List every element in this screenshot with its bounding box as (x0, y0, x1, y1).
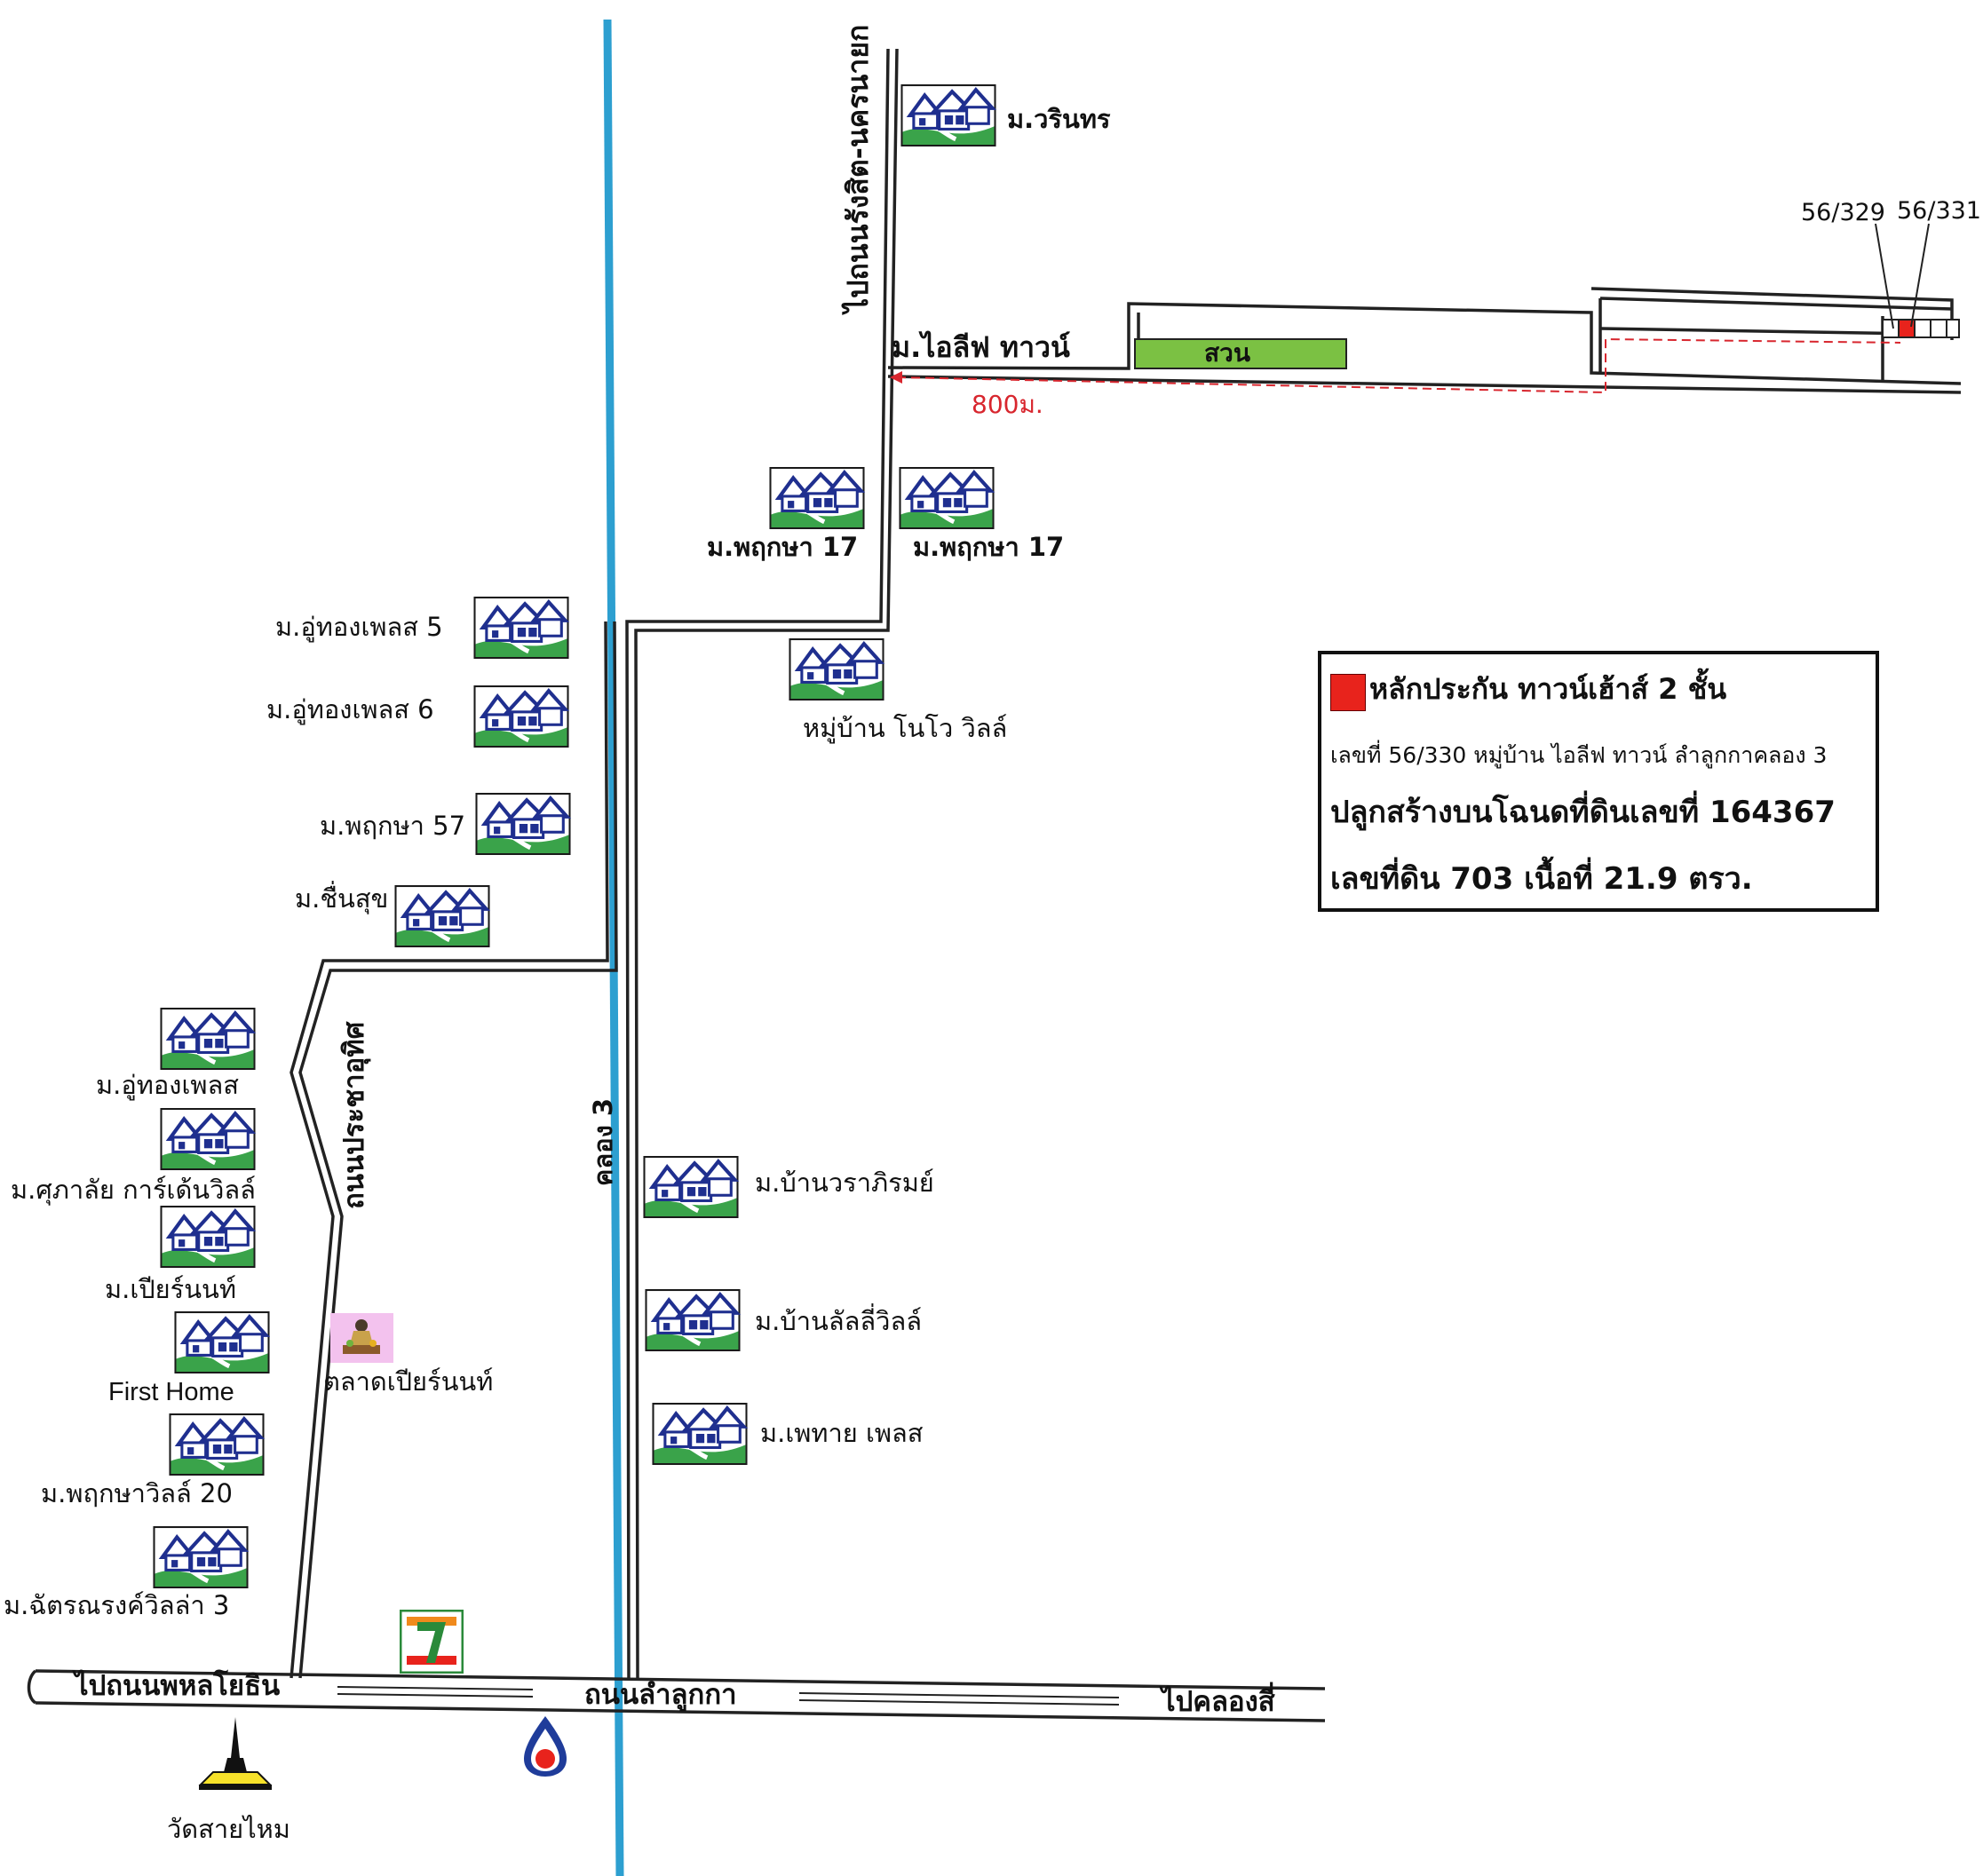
village-label-uthong6: ม.อู่ทองเพลส 6 (266, 694, 434, 724)
legend-deed: ปลูกสร้างบนโฉนดที่ดินเลขที่ 164367 (1330, 795, 1836, 830)
village-label-pruksa17-left: ม.พฤกษา 17 (707, 532, 859, 562)
collateral-plot (1898, 319, 1916, 338)
seven-eleven-icon (399, 1609, 464, 1674)
village-icon-pruksa57 (477, 794, 570, 854)
plot-pointer-b (1910, 223, 1930, 328)
legend-address: เลขที่ 56/330 หมู่บ้าน ไอลีฟ ทาวน์ ลำลูก… (1330, 742, 1828, 768)
canal-line (603, 19, 624, 1876)
village-label-pruksa17-right: ม.พฤกษา 17 (913, 532, 1065, 562)
road-network (27, 48, 1962, 1722)
village-icon-supalai (162, 1109, 255, 1169)
village-icon-chuensuk (396, 886, 489, 946)
plot-label-56-331: 56/331 (1897, 197, 1981, 225)
place-label-market: ตลาดเปียร์นนท์ (323, 1366, 494, 1397)
village-label-supalai: ม.ศุภาลัย การ์เด้นวิลล์ (11, 1175, 256, 1205)
plot-pointer-a (1875, 223, 1894, 329)
village-icon-chattharin (155, 1527, 248, 1587)
market-icon (330, 1313, 393, 1363)
place-label-temple: วัดสายไหม (167, 1814, 290, 1844)
village-label-warin: ม.วรินทร (1007, 104, 1111, 134)
village-icon-baan-lully (646, 1290, 740, 1350)
village-label-uthong-place: ม.อู่ทองเพลส (96, 1070, 239, 1100)
village-icon-uthong6 (475, 686, 568, 747)
garden-label: สวน (1204, 338, 1250, 368)
village-icon-novo-ville (790, 639, 884, 700)
village-icon-pruksa-ville20 (171, 1414, 264, 1475)
plot-row (1882, 319, 1960, 338)
canal-label-khlong3: คลอง 3 (588, 1097, 618, 1186)
gas-station-icon (520, 1714, 570, 1778)
village-icon-pier-non (162, 1207, 255, 1267)
village-label-chuensuk: ม.ชื่นสุข (295, 883, 389, 914)
village-icon-warin (902, 85, 995, 146)
road-label-prachauthit: ถนนประชาอุทิศ (338, 1021, 370, 1209)
village-label-pethai: ม.เพทาย เพลส (760, 1418, 924, 1448)
village-label-uthong5: ม.อู่ทองเพลส 5 (275, 612, 443, 642)
garden-area (1134, 338, 1347, 369)
distance-arrow (890, 371, 902, 384)
village-icon-pruksa17-right (900, 468, 994, 528)
road-label-lam-luk-ka: ถนนลำลูกกา (584, 1679, 737, 1711)
legend-land: เลขที่ดิน 703 เนื้อที่ 21.9 ตรว. (1330, 861, 1753, 897)
village-label-pier-non: ม.เปียร์นนท์ (105, 1274, 236, 1304)
village-icon-uthong5 (475, 598, 568, 658)
village-label-novo-ville: หมู่บ้าน โนโว วิลล์ (803, 713, 1008, 743)
road-median (337, 1686, 1120, 1706)
village-icon-first-home (176, 1312, 269, 1373)
road-label-to-khlong-si: ไปคลองสี่ (1162, 1686, 1275, 1718)
village-label-pruksa-ville20: ม.พฤกษาวิลล์ 20 (41, 1478, 233, 1508)
village-icon-uthong-place (162, 1009, 255, 1069)
plot-label-56-329: 56/329 (1801, 199, 1885, 226)
road-label-rangsit-nakhon-nayok: ไปถนนรังสิต-นครนายก (841, 24, 875, 313)
village-icon-baan-warapirom (645, 1157, 738, 1217)
village-label-baan-warapirom: ม.บ้านวราภิรมย์ (755, 1168, 934, 1198)
legend-box: หลักประกัน ทาวน์เฮ้าส์ 2 ชั้น เลขที่ 56/… (1318, 651, 1879, 912)
village-label-chattharin: ม.ฉัตรณรงค์วิลล่า 3 (4, 1590, 230, 1620)
village-label-pruksa57: ม.พฤกษา 57 (320, 811, 466, 841)
village-label-i-leaf-town: ม.ไอลีฟ ทาวน์ (892, 330, 1070, 364)
legend-collateral-swatch (1330, 674, 1366, 711)
distance-label: 800ม. (972, 390, 1043, 419)
legend-title: หลักประกัน ทาวน์เฮ้าส์ 2 ชั้น (1369, 672, 1727, 706)
village-icon-pethai (654, 1404, 747, 1464)
village-label-first-home: First Home (108, 1378, 234, 1406)
village-label-baan-lully: ม.บ้านลัลลี่วิลล์ (755, 1306, 922, 1336)
village-icon-pruksa17-left (771, 468, 864, 528)
road-label-to-phahonyothin: ไปถนนพหลโยธิน (75, 1670, 281, 1702)
temple-icon (195, 1714, 275, 1793)
distance-line (896, 337, 1901, 394)
